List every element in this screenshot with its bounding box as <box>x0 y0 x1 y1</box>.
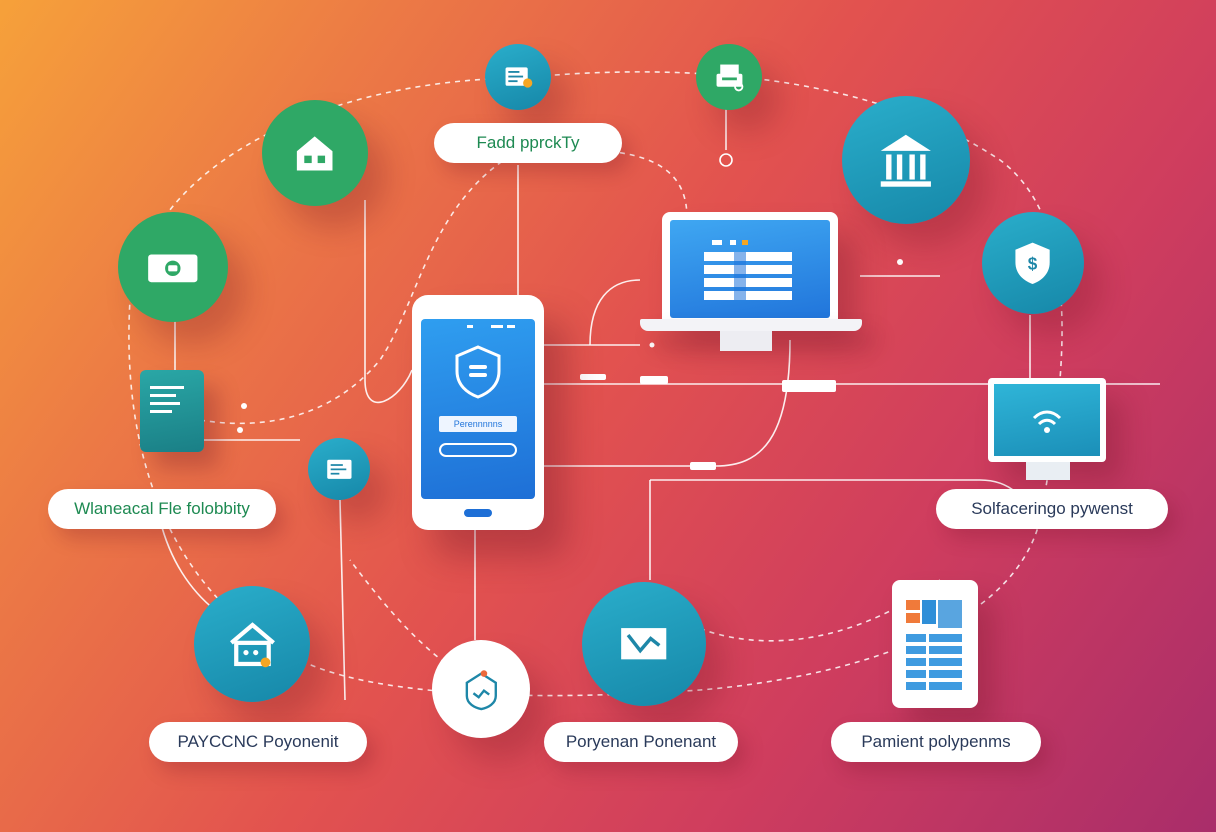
laptop-stand <box>720 331 772 351</box>
phone-submit-button[interactable] <box>439 443 517 457</box>
house-icon <box>297 136 333 171</box>
handshake-icon <box>465 669 497 710</box>
connector-solid <box>589 279 641 346</box>
shield-dollar-icon: $ <box>1015 243 1051 285</box>
money-icon <box>148 254 198 283</box>
connector-node <box>237 427 243 433</box>
table-icon <box>906 600 962 690</box>
house-node[interactable] <box>262 100 368 206</box>
laptop-device[interactable] <box>662 212 838 322</box>
phone-input-text: Perennnnns <box>453 419 503 429</box>
connector-solid <box>159 519 216 611</box>
document-icon <box>505 66 532 88</box>
monitor-screen <box>994 384 1100 456</box>
house-key-icon <box>229 621 275 667</box>
connector-plug <box>782 380 836 392</box>
connector-dashed <box>679 579 941 642</box>
svg-text:$: $ <box>1028 254 1038 274</box>
printer-icon <box>716 64 743 91</box>
tablet-device[interactable] <box>892 580 978 708</box>
connector-plug <box>640 376 668 384</box>
handshake-node[interactable] <box>432 640 530 738</box>
envelope-icon <box>621 628 667 660</box>
label-top: Fadd pprckTy <box>434 123 622 163</box>
connector-solid <box>364 200 413 404</box>
label-bottom-right: Pamient polypenms <box>831 722 1041 762</box>
connector-node <box>649 342 655 348</box>
document-icon <box>150 386 184 413</box>
printer-node[interactable] <box>696 44 762 110</box>
bank-node[interactable] <box>842 96 970 224</box>
document-node[interactable] <box>485 44 551 110</box>
label-bottom-center: Poryenan Ponenant <box>544 722 738 762</box>
wifi-icon <box>1032 410 1062 433</box>
certificate-icon <box>326 459 352 479</box>
money-node[interactable] <box>118 212 228 322</box>
connector-node <box>719 153 733 167</box>
certificate-node[interactable] <box>308 438 370 500</box>
connector-node <box>241 403 247 409</box>
phone-input-field[interactable]: Perennnnns <box>439 416 517 432</box>
shield-dollar-node[interactable]: $ <box>982 212 1084 314</box>
shield-icon <box>455 325 515 399</box>
label-right: Solfaceringo pywenst <box>936 489 1168 529</box>
smartphone-device[interactable]: Perennnnns <box>412 295 544 530</box>
laptop-screen <box>670 220 830 318</box>
connector-dashed <box>199 149 521 425</box>
label-left: Wlaneacal Fle folobbity <box>48 489 276 529</box>
connector-plug <box>690 462 716 470</box>
phone-screen <box>421 319 535 499</box>
credit-card-device[interactable] <box>140 370 204 452</box>
phone-home-button[interactable] <box>464 509 492 517</box>
connector-plug <box>580 374 606 380</box>
spreadsheet-icon <box>704 240 792 300</box>
monitor-stand <box>1026 462 1070 480</box>
label-bottom-left: PAYCCNC Poyonenit <box>149 722 367 762</box>
monitor-device[interactable] <box>988 378 1106 462</box>
connector-node <box>897 259 903 265</box>
bank-icon <box>880 134 932 187</box>
envelope-node[interactable] <box>582 582 706 706</box>
connector-solid <box>544 339 791 467</box>
connector-solid <box>339 499 346 701</box>
laptop-base <box>640 319 862 331</box>
house-key-node[interactable] <box>194 586 310 702</box>
